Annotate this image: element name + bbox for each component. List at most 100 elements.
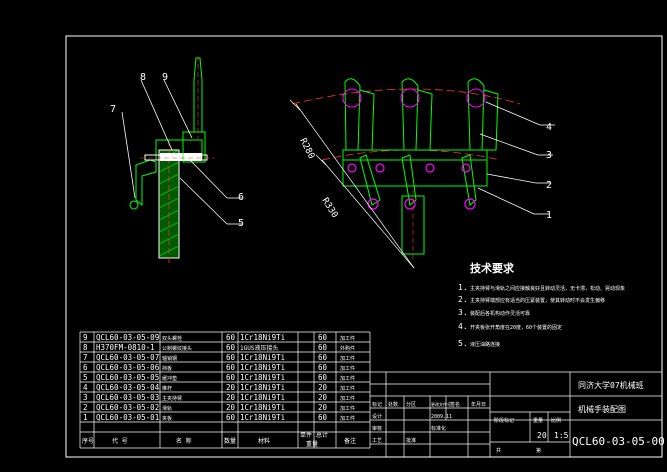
bom-total: 20: [318, 383, 328, 392]
title-scale: 1:5: [554, 431, 569, 440]
bom-seq: 2: [83, 403, 88, 412]
bom-qty: 60: [226, 333, 236, 342]
bom-header-weight: 重量: [306, 440, 318, 448]
dimension-r330: R330: [319, 196, 339, 220]
bom-code: QCL60-03-05-05: [96, 373, 159, 382]
bom-total: 60: [318, 343, 328, 352]
title-sheet-label: 第: [536, 447, 541, 454]
title-approve: 批准: [406, 437, 416, 444]
bom-qty: 60: [226, 343, 236, 352]
title-sheet-count: 20: [537, 431, 547, 440]
balloon-leaders: [121, 79, 555, 225]
bom-header-seq: 序号: [82, 437, 94, 445]
drawing-border: [65, 35, 663, 458]
bom-name: 推杆: [162, 385, 172, 392]
bom-qty: 20: [226, 383, 236, 392]
bom-seq: 6: [83, 363, 88, 372]
bom-seq: 9: [83, 333, 88, 342]
bom-remark: 加工件: [340, 405, 355, 412]
bom-seq: 1: [83, 413, 88, 422]
balloon-9: 9: [162, 72, 168, 83]
front-view: R280 R330: [289, 78, 521, 269]
bom-material: 1Cr18Ni9Ti: [240, 383, 285, 392]
bom-qty: 60: [226, 353, 236, 362]
bom-material: 1Cr18Ni9Ti: [240, 333, 285, 342]
bom-remark: 加工件: [340, 375, 355, 382]
bom-material: 1Cr18Ni9Ti: [240, 403, 285, 412]
bom-name: 轴销钢: [162, 355, 177, 362]
bom-header-unit: 单件: [300, 431, 312, 439]
bom-total: 60: [318, 413, 328, 422]
bom-code: H370FM-0810-1: [96, 343, 155, 352]
bom-seq: 5: [83, 373, 88, 382]
bom-material: 1Cr18Ni9Ti: [240, 353, 285, 362]
tech-req-text-2: 主夹持臂端部应有适当的压紧装置，使其转动时不会发生偏移: [470, 297, 605, 304]
bom-code: QCL60-03-05-03: [96, 393, 159, 402]
bom-name: 主夹持臂: [162, 395, 182, 402]
tech-req-text-4: 开夹板张开角度在20度，60个装置的固定: [470, 324, 562, 331]
balloon-4: 4: [546, 122, 552, 133]
bom-qty: 20: [226, 393, 236, 402]
bom-header-material: 材料: [258, 437, 270, 445]
bom-code: QCL60-03-05-04: [96, 383, 160, 392]
tech-req-heading: 技术要求: [470, 261, 515, 275]
title-craft: 工艺: [372, 438, 382, 444]
bom-qty: 60: [226, 413, 236, 422]
bom-remark: 外购件: [340, 345, 355, 352]
bom-seq: 7: [83, 353, 88, 362]
title-date: 年月日: [471, 401, 486, 408]
bom-material: 1Cr18Ni9Ti: [240, 373, 285, 382]
title-institution: 同济大学07机械班: [578, 380, 644, 390]
title-drawing-number: QCL60-03-05-00: [572, 435, 665, 448]
tech-req-text-3: 装配后各机构动作灵活可靠: [470, 310, 530, 317]
bom-material: 1GUS液压接头: [240, 344, 278, 352]
bom-material: 1Cr18Ni9Ti: [240, 393, 285, 402]
bom-header-qty: 数量: [224, 437, 236, 445]
title-scale-label: 比例: [551, 417, 561, 424]
title-stage-label: 阶段标记: [494, 417, 514, 424]
tech-req-num-1: 1.: [458, 283, 468, 292]
title-std: 标准化: [431, 425, 446, 432]
bom-total: 60: [318, 353, 328, 362]
tech-req-num-5: 5.: [458, 339, 468, 348]
title-designer: 设计: [372, 413, 382, 420]
bom-table: 9 QCL60-03-05-09 双头螺栓 60 1Cr18Ni9Ti 60 加…: [79, 331, 371, 449]
bom-header-code: 代 号: [112, 437, 128, 445]
bom-remark: 加工件: [340, 365, 355, 372]
bom-code: QCL60-03-05-07: [96, 353, 159, 362]
title-block: 同济大学07机械班 机械手装配图 QCL60-03-05-00 20 1:5 阶…: [370, 371, 665, 458]
bom-name: 夹板: [162, 415, 172, 422]
balloon-3: 3: [546, 150, 552, 161]
balloon-8: 8: [140, 72, 146, 83]
bom-name: 滑轨: [162, 405, 172, 412]
bom-total: 20: [318, 403, 328, 412]
title-date-value: 2009.11: [431, 414, 452, 420]
balloon-1: 1: [546, 210, 552, 221]
bom-qty: 20: [226, 403, 236, 412]
title-review: 审核: [372, 425, 382, 432]
bom-remark: 加工件: [340, 385, 355, 392]
title-zone: 分区: [406, 401, 416, 408]
tech-req-text-5: 液压油路连接: [470, 341, 500, 348]
dimension-r280: R280: [297, 137, 316, 161]
bom-header-name: 名 称: [176, 437, 192, 445]
bom-total: 60: [318, 363, 328, 372]
bom-material: 1Cr18Ni9Ti: [240, 413, 285, 422]
title-drawing-name: 机械手装配图: [578, 404, 626, 414]
bom-remark: 加工件: [340, 415, 355, 422]
tech-req-text-1: 主夹持臂与滑轨之间应接触良好且转动灵活，无卡滞，松动、晃动现象: [470, 285, 625, 292]
bom-remark: 加工件: [340, 395, 355, 402]
side-view: [129, 56, 215, 265]
title-sheets-label: 共: [496, 447, 501, 454]
bom-total: 20: [318, 393, 328, 402]
bom-code: QCL60-03-05-01: [96, 413, 159, 422]
balloon-6: 6: [238, 192, 244, 203]
title-change-no: 更改文件号: [431, 401, 451, 407]
bom-header-remark: 备注: [344, 437, 356, 445]
tech-req-num-4: 4.: [458, 322, 468, 331]
tech-req-num-2: 2.: [458, 295, 468, 304]
bom-seq: 3: [83, 393, 88, 402]
bom-qty: 60: [226, 363, 236, 372]
balloon-7: 7: [110, 104, 116, 115]
